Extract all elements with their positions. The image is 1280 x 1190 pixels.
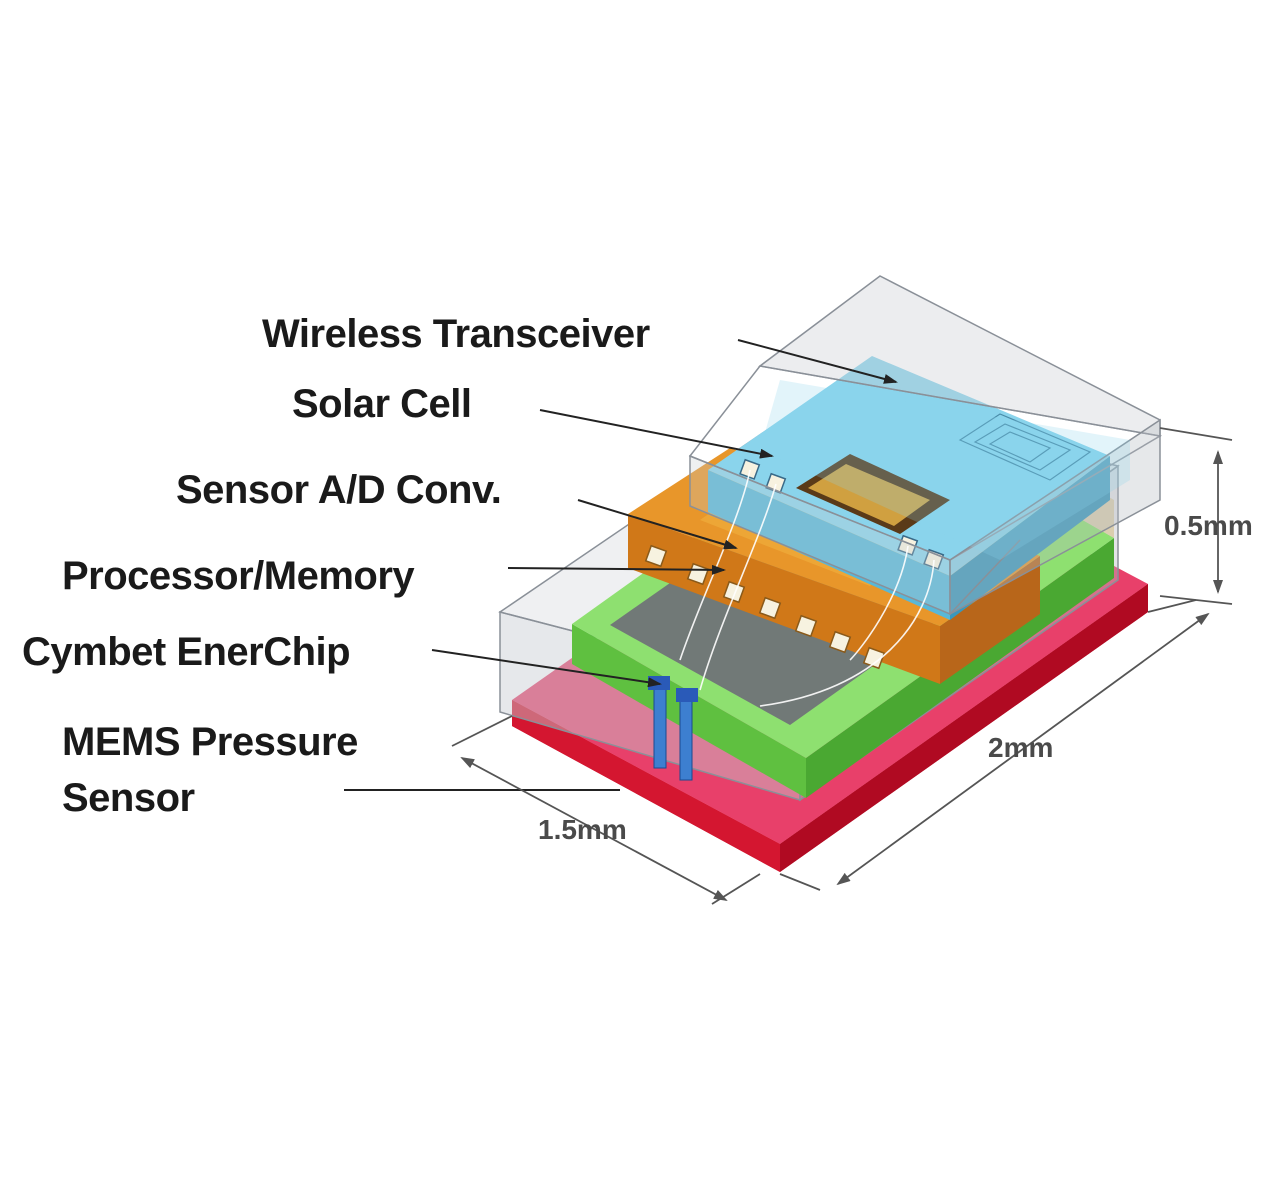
- label-mems-pressure: MEMS Pressure: [62, 720, 358, 764]
- dim-line-length: [836, 612, 1210, 886]
- leader-processor: [507, 564, 726, 575]
- dimension-height-label: 0.5mm: [1164, 510, 1253, 541]
- dimension-length-label: 2mm: [988, 732, 1054, 763]
- label-sensor-ad-conv: Sensor A/D Conv.: [176, 468, 502, 512]
- dim-line-width: [460, 757, 728, 901]
- label-solar-cell: Solar Cell: [292, 382, 472, 426]
- label-processor-memory: Processor/Memory: [62, 554, 415, 598]
- leader-enerchip: [431, 649, 662, 688]
- dimension-lines: [451, 427, 1233, 905]
- leader-wireless: [737, 339, 898, 384]
- leader-solar: [539, 409, 774, 459]
- label-cymbet-enerchip: Cymbet EnerChip: [22, 630, 351, 674]
- leader-sensor-ad: [577, 499, 738, 550]
- label-mems-sensor: Sensor: [62, 776, 195, 820]
- label-wireless-transceiver: Wireless Transceiver: [262, 312, 650, 356]
- enclosure-upper: [688, 275, 1163, 616]
- dimension-width-label: 1.5mm: [538, 814, 627, 845]
